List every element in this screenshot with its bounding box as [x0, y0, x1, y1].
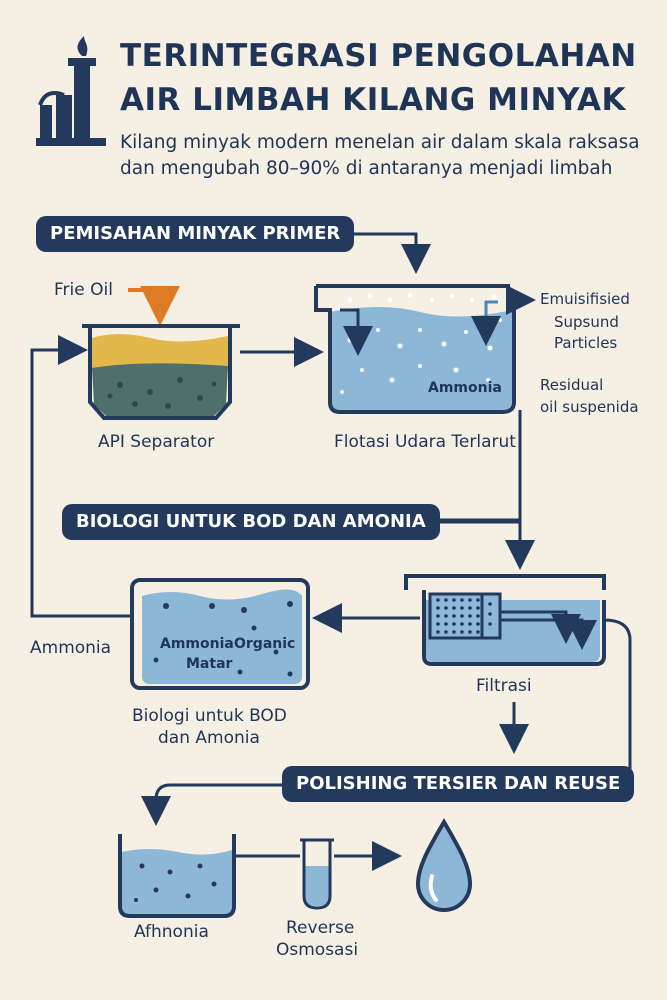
free-oil-arrow	[128, 286, 180, 326]
ammonia-return-label: Ammonia	[30, 638, 112, 658]
emulsified-label-2: Supsund	[554, 313, 619, 331]
emulsified-label-1: Emuisifisied	[540, 290, 630, 308]
reverse-osmosis-tube	[300, 838, 334, 910]
bio-inside-label-3: Matar	[186, 656, 233, 672]
residual-label-1: Residual	[540, 376, 604, 394]
ro-label-2: Osmosasi	[276, 940, 359, 960]
water-drop-icon	[415, 818, 473, 912]
flow-return-loop	[30, 335, 130, 618]
residual-label-2: oil suspenida	[540, 398, 639, 416]
bio-inside-label-2: Organic	[234, 636, 296, 652]
free-oil-label: Frie Oil	[54, 280, 113, 300]
section-biology-pill: BIOLOGI UNTUK BOD DAN AMONIA	[62, 504, 440, 540]
section-polishing-pill: POLISHING TERSIER DAN REUSE	[282, 766, 635, 802]
page-subtitle-line-1: Kilang minyak modern menelan air dalam s…	[120, 132, 640, 153]
api-separator-label: API Separator	[98, 432, 215, 452]
daf-label: Flotasi Udara Terlarut	[334, 432, 516, 452]
biology-tank	[130, 578, 310, 690]
filtration-label: Filtrasi	[476, 676, 532, 696]
bio-caption-line-1: Biologi untuk BOD	[132, 706, 287, 726]
section-primary-pill: PEMISAHAN MINYAK PRIMER	[36, 216, 355, 252]
bio-inside-label-1: Ammonia	[160, 636, 234, 652]
page-subtitle-line-2: dan mengubah 80–90% di antaranya menjadi…	[120, 158, 613, 179]
final-tank-label: Afhnonia	[134, 922, 209, 942]
ro-label-1: Reverse	[286, 918, 355, 938]
refinery-icon	[36, 36, 106, 146]
final-tank	[118, 834, 236, 918]
filtration-tank	[404, 574, 606, 666]
emulsified-label-3: Particles	[554, 334, 618, 352]
api-separator-tank	[82, 324, 240, 420]
daf-inside-label: Ammonia	[428, 380, 502, 396]
bio-caption-line-2: dan Amonia	[158, 728, 260, 748]
page-title-line-2: AIR LIMBAH KILANG MINYAK	[120, 82, 626, 118]
daf-tank	[314, 284, 536, 414]
page-title-line-1: TERINTEGRASI PENGOLAHAN	[120, 38, 637, 74]
flow-primary-to-daf	[338, 232, 431, 274]
flow-polishing-to-tank	[141, 783, 282, 826]
